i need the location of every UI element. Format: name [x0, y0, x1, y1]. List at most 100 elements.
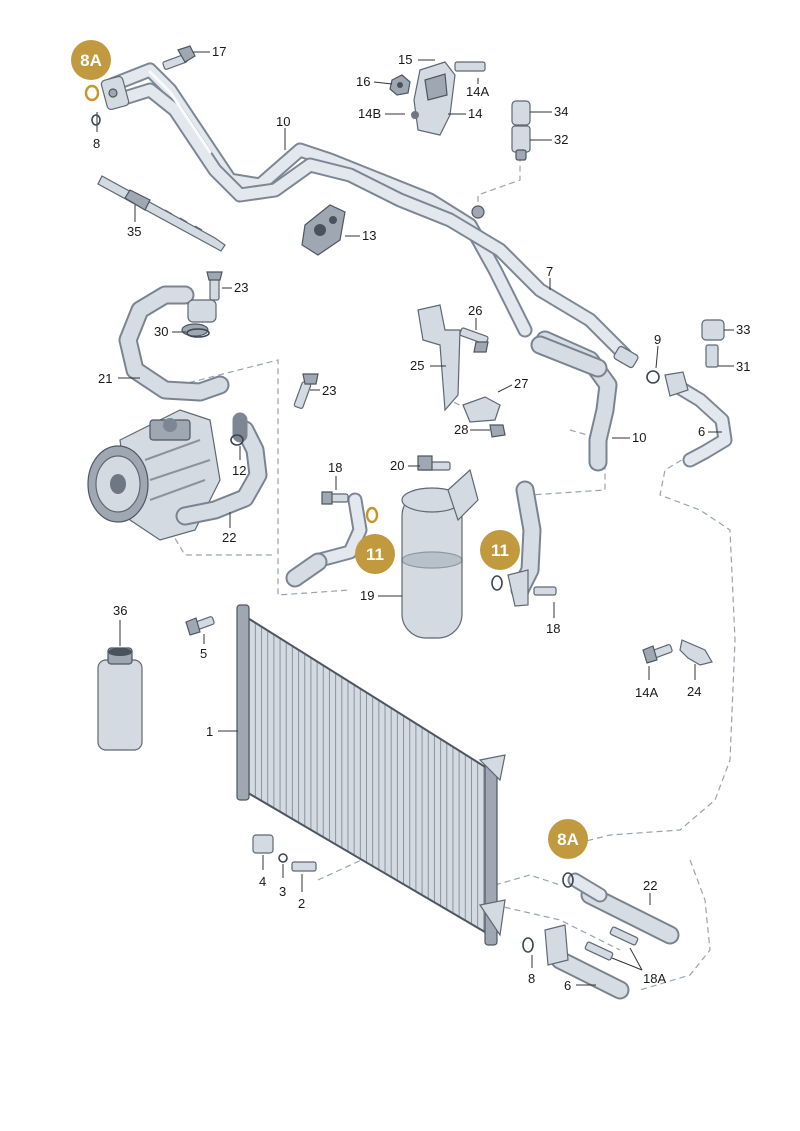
callout-14A-top: 14A — [466, 78, 489, 99]
svg-text:18: 18 — [546, 621, 560, 636]
svg-text:8A: 8A — [557, 830, 579, 849]
svg-text:14: 14 — [468, 106, 482, 121]
part-22-hose-mid — [175, 412, 268, 526]
svg-text:17: 17 — [212, 44, 226, 59]
callout-30: 30 — [154, 324, 186, 339]
callout-8-top: 8 — [91, 112, 101, 151]
svg-text:31: 31 — [736, 359, 750, 374]
callout-25: 25 — [410, 358, 446, 373]
callout-36: 36 — [113, 603, 127, 646]
svg-text:11: 11 — [491, 541, 509, 560]
svg-text:20: 20 — [390, 458, 404, 473]
part-7-line — [530, 335, 608, 378]
callout-22-bot: 22 — [643, 878, 657, 905]
callout-23-mid: 23 — [310, 383, 336, 398]
svg-text:18: 18 — [328, 460, 342, 475]
svg-text:22: 22 — [643, 878, 657, 893]
callout-19: 19 — [360, 588, 402, 603]
svg-text:15: 15 — [398, 52, 412, 67]
svg-text:21: 21 — [98, 371, 112, 386]
svg-text:33: 33 — [736, 322, 750, 337]
condenser-fins — [242, 615, 485, 932]
part-number-callouts: 17 15 16 14A 14B 14 34 32 — [91, 44, 750, 993]
svg-text:4: 4 — [259, 874, 266, 889]
svg-text:34: 34 — [554, 104, 568, 119]
svg-text:30: 30 — [154, 324, 168, 339]
callout-21: 21 — [98, 371, 140, 386]
part-13-clip — [301, 204, 346, 256]
part-36-dryer-cartridge — [97, 647, 143, 751]
receiver-outlet-line — [491, 480, 557, 607]
svg-text:9: 9 — [654, 332, 661, 347]
part-23-bolt-mid — [293, 373, 319, 409]
callout-13: 13 — [345, 228, 376, 243]
callout-23-top: 23 — [222, 280, 248, 295]
svg-text:12: 12 — [232, 463, 246, 478]
svg-text:23: 23 — [322, 383, 336, 398]
svg-text:1: 1 — [206, 724, 213, 739]
part-23-bolt-top — [206, 271, 223, 301]
svg-text:18A: 18A — [643, 971, 666, 986]
svg-text:10: 10 — [632, 430, 646, 445]
svg-text:25: 25 — [410, 358, 424, 373]
parts-14A-24 — [642, 639, 713, 666]
svg-text:23: 23 — [234, 280, 248, 295]
callout-12: 12 — [232, 446, 246, 478]
svg-text:35: 35 — [127, 224, 141, 239]
svg-text:14B: 14B — [358, 106, 381, 121]
bracket-assembly-14-15-16 — [389, 61, 486, 136]
svg-text:16: 16 — [356, 74, 370, 89]
callout-9: 9 — [654, 332, 661, 369]
svg-text:6: 6 — [698, 424, 705, 439]
badge-8A-bottom: 8A — [548, 819, 588, 859]
callout-27: 27 — [497, 376, 528, 393]
svg-text:8: 8 — [93, 136, 100, 151]
callout-6-bot: 6 — [564, 978, 596, 993]
callout-14A-bot: 14A — [635, 666, 658, 700]
parts-4-3-2 — [252, 834, 317, 872]
callout-22-mid: 22 — [222, 512, 236, 545]
callout-24: 24 — [687, 664, 701, 699]
svg-text:27: 27 — [514, 376, 528, 391]
svg-text:6: 6 — [564, 978, 571, 993]
svg-text:14A: 14A — [635, 685, 658, 700]
callout-32: 32 — [530, 132, 568, 147]
callout-34: 34 — [530, 104, 568, 119]
svg-text:2: 2 — [298, 896, 305, 911]
callout-17: 17 — [193, 44, 226, 59]
svg-text:8A: 8A — [80, 51, 102, 70]
callout-16: 16 — [356, 74, 393, 89]
callout-35: 35 — [127, 205, 141, 239]
part-35-valve-stem — [97, 175, 226, 252]
badge-8A-top: 8A — [71, 40, 111, 102]
callout-20: 20 — [390, 458, 420, 473]
callout-18-top: 18 — [328, 460, 342, 490]
part-17-bolt — [162, 45, 196, 70]
svg-text:24: 24 — [687, 684, 701, 699]
parts-34-32-caps — [511, 100, 531, 161]
callout-1: 1 — [206, 724, 238, 739]
svg-text:8: 8 — [528, 971, 535, 986]
badge-11-right: 11 — [480, 530, 520, 570]
svg-text:26: 26 — [468, 303, 482, 318]
svg-text:19: 19 — [360, 588, 374, 603]
bottom-lines-22-6 — [522, 872, 680, 1000]
callout-6-mid: 6 — [698, 424, 722, 439]
svg-text:32: 32 — [554, 132, 568, 147]
svg-text:13: 13 — [362, 228, 376, 243]
callout-15: 15 — [398, 52, 435, 67]
callout-8-bot: 8 — [528, 955, 535, 986]
callout-26: 26 — [468, 303, 482, 330]
highlight-badges: 8A 11 11 8A — [71, 40, 588, 859]
callout-10-mid: 10 — [612, 430, 646, 445]
svg-text:28: 28 — [454, 422, 468, 437]
part-18-line — [285, 491, 379, 588]
callout-3: 3 — [279, 864, 286, 899]
callout-2: 2 — [298, 874, 305, 911]
callout-28: 28 — [454, 422, 490, 437]
ac-line-10 — [100, 62, 639, 472]
callout-4: 4 — [259, 855, 266, 889]
callout-31: 31 — [718, 359, 750, 374]
callout-5: 5 — [200, 634, 207, 661]
